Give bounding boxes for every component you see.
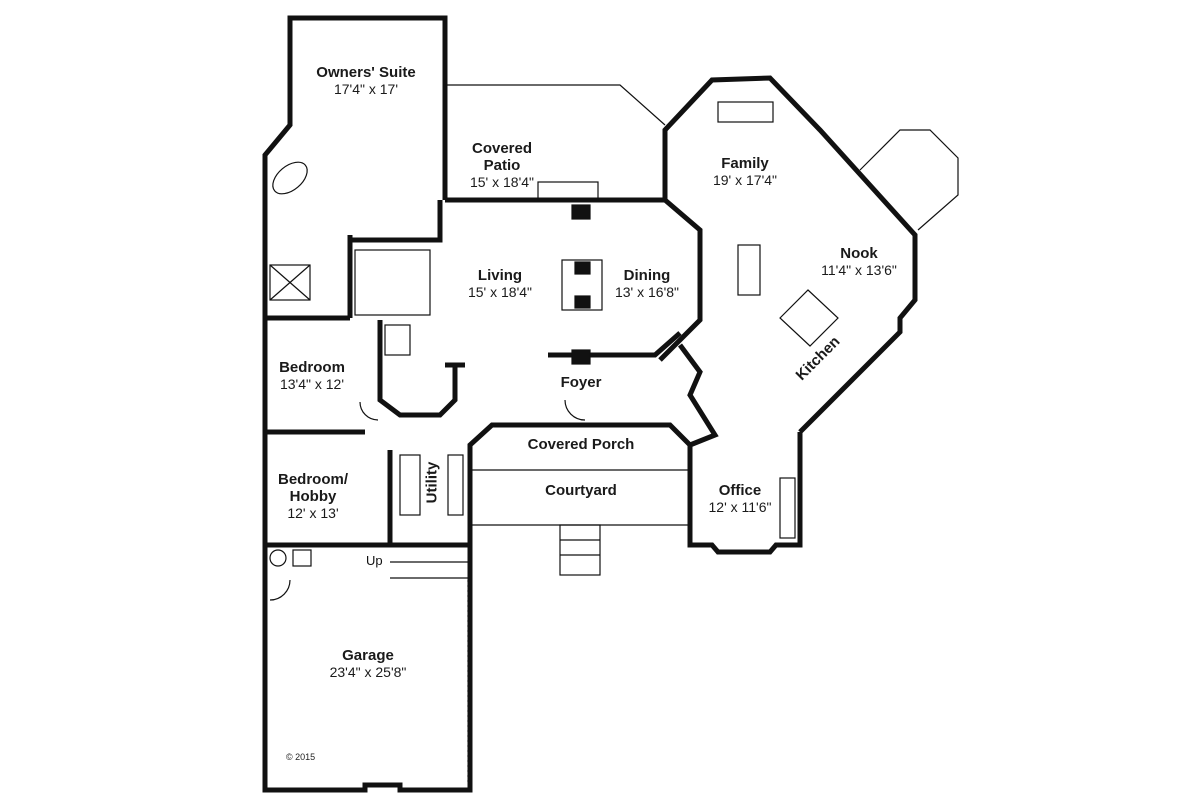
wall-kitchen-lower <box>677 343 719 448</box>
patio-outline <box>445 84 666 126</box>
wall-owners-suite <box>262 15 473 793</box>
room-size: 15' x 18'4" <box>469 174 535 190</box>
room-name: Owners' Suite <box>316 64 416 81</box>
room-size: 23'4" x 25'8" <box>329 664 407 680</box>
room-size: 17'4" x 17' <box>333 81 399 97</box>
room-name: Family <box>721 155 769 172</box>
room-name: Covered Patio <box>471 140 533 174</box>
room-size: 19' x 17'4" <box>712 172 778 188</box>
wall-dining-family <box>658 198 703 362</box>
wall-foyer <box>548 331 682 358</box>
covered-porch-text: Covered Porch <box>527 436 635 453</box>
room-name: Dining <box>623 267 671 284</box>
room-name: Nook <box>840 245 878 262</box>
label-foyer: Foyer <box>561 374 602 391</box>
room-name: Office <box>718 482 762 499</box>
room-size: 12' x 13' <box>287 505 339 521</box>
room-name: Living <box>477 267 523 284</box>
kitchen-island <box>779 289 839 347</box>
label-stairs-up: Up <box>366 553 383 568</box>
room-size: 12' x 11'6" <box>708 499 772 515</box>
copyright: © 2015 <box>286 752 316 762</box>
room-size: 15' x 18'4" <box>467 284 533 300</box>
utility-text: Utility <box>423 461 441 504</box>
wall-family <box>662 75 918 434</box>
label-courtyard: Courtyard <box>545 482 617 499</box>
nook-bay <box>859 129 959 231</box>
room-size: 11'4" x 13'6" <box>821 262 897 278</box>
label-covered-porch: Covered Porch <box>528 436 635 453</box>
foyer-text: Foyer <box>560 374 602 391</box>
label-utility: Utility <box>424 462 441 504</box>
room-size: 13' x 16'8" <box>614 284 680 300</box>
room-name: Bedroom/ Hobby <box>277 471 348 505</box>
room-name: Garage <box>342 647 394 664</box>
room-name: Bedroom <box>279 359 345 376</box>
wall-porch <box>467 422 803 555</box>
courtyard-text: Courtyard <box>545 482 617 499</box>
interior-lines <box>269 84 959 785</box>
room-size: 13'4" x 12' <box>279 376 345 392</box>
